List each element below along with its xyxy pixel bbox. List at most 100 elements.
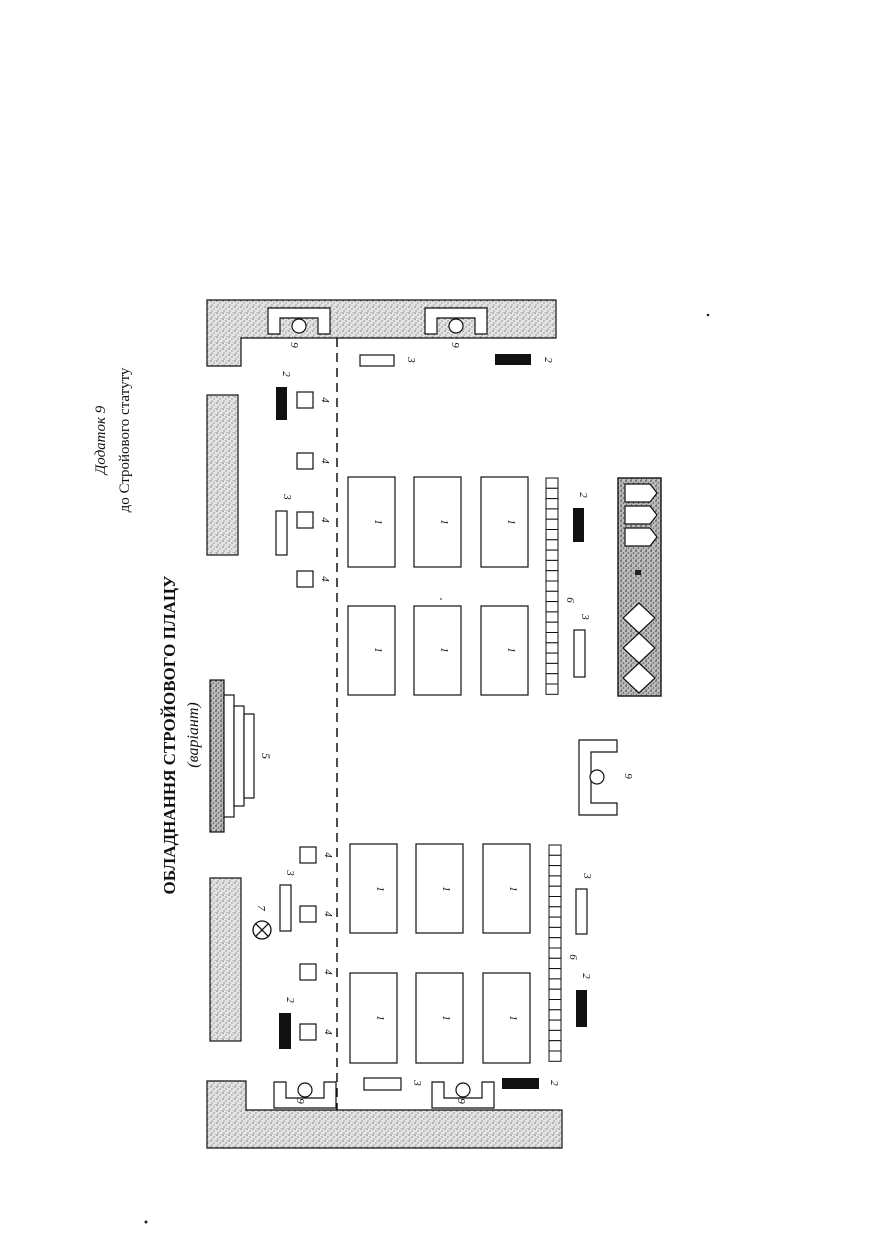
label-4-d: 4 (319, 576, 331, 582)
strip-cell (545, 539, 559, 551)
strip-cell (545, 601, 559, 613)
label-3-e: 3 (581, 872, 593, 879)
marker-2-d (279, 1013, 291, 1049)
strip-cell (545, 570, 559, 582)
strip-cell (548, 988, 562, 1001)
label-9-top-left: 9 (288, 342, 300, 348)
strip-cell (548, 999, 562, 1011)
marker-2-c (573, 508, 584, 542)
strip-cell (548, 947, 562, 959)
label-4-g: 4 (322, 969, 334, 975)
plan-title: ОБЛАДНАННЯ СТРОЙОВОГО ПЛАЦУ (160, 575, 179, 895)
fixture-9-center (578, 739, 618, 816)
fixture-9-top-left (267, 307, 331, 335)
appendix-reference: до Стройового статуту (117, 367, 133, 512)
label-1-h: 1 (440, 886, 452, 892)
strip-cell (545, 673, 559, 685)
label-4-f: 4 (322, 911, 334, 917)
marker-2-b (495, 354, 531, 365)
label-9-bottom-left: 9 (294, 1098, 306, 1104)
label-3-f: 3 (411, 1079, 423, 1086)
strip-cell (545, 487, 559, 500)
label-3-a: 3 (405, 356, 417, 363)
tribune (209, 679, 255, 833)
strip-cell (548, 1040, 562, 1052)
strip-cell (545, 580, 559, 592)
strip-cell (548, 978, 562, 990)
squares-4-bottom (299, 846, 317, 1041)
strip-cell (548, 1019, 562, 1031)
label-1-c: 1 (505, 519, 517, 525)
scan-speck (706, 313, 710, 317)
marker-2-f (502, 1078, 539, 1089)
strip-cell (545, 683, 559, 695)
strip-cell (545, 498, 559, 510)
formation-blocks-bottom (349, 843, 531, 1064)
label-2-b: 2 (542, 357, 554, 363)
bar-3-c (573, 629, 586, 678)
scan-speck (144, 1220, 148, 1224)
strip-cell (545, 508, 559, 520)
plan-subtitle: (варіант) (185, 702, 202, 767)
label-2-c: 2 (577, 492, 589, 498)
strip-cell (545, 652, 559, 664)
marker-2-e (576, 990, 587, 1027)
label-2-e: 2 (580, 973, 592, 979)
label-9-center: 9 (622, 773, 634, 779)
bar-3-a (359, 354, 395, 367)
strip-cell (548, 865, 562, 877)
label-1-j: 1 (374, 1015, 386, 1021)
label-4-b: 4 (319, 458, 331, 464)
label-1-f: 1 (505, 647, 517, 653)
squares-4-top (296, 391, 314, 588)
label-3-d: 3 (284, 869, 296, 876)
strip-cell (548, 1029, 562, 1042)
label-3-c: 3 (579, 613, 591, 620)
strip-cell (545, 518, 559, 531)
label-9-bottom-right: 9 (455, 1098, 467, 1104)
strip-cell (548, 1009, 562, 1021)
strip-cell (548, 968, 562, 980)
strip-cell (548, 906, 562, 918)
label-1-l: 1 (507, 1015, 519, 1021)
label-1-d: 1 (372, 647, 384, 653)
label-5: 5 (259, 753, 273, 759)
strip-cell (548, 896, 562, 908)
strip-cell (545, 529, 559, 541)
appendix-number: Додаток 9 (93, 405, 109, 476)
label-1-e: 1 (438, 647, 450, 653)
strip-cell (548, 957, 562, 970)
strip-cell (545, 662, 559, 675)
crossed-circle-icon (252, 920, 272, 940)
label-4-h: 4 (322, 1029, 334, 1035)
stand-upper (206, 394, 239, 556)
label-3-b: 3 (281, 493, 293, 500)
label-7: 7 (255, 905, 267, 911)
strip-cell (545, 621, 559, 634)
fixture-9-bottom-right (431, 1081, 495, 1109)
fixture-9-bottom-left (273, 1081, 337, 1109)
strip-cell (548, 844, 562, 856)
label-1-b: 1 (438, 519, 450, 525)
decorative-panel (617, 477, 662, 697)
label-1-i: 1 (507, 886, 519, 892)
strip-cell (548, 926, 562, 939)
label-6-b: 6 (567, 954, 579, 960)
label-1-a: 1 (372, 519, 384, 525)
label-2-a: 2 (280, 371, 292, 377)
label-1-k: 1 (440, 1015, 452, 1021)
strip-cell (545, 477, 559, 489)
fixture-9-top-right (424, 307, 488, 335)
label-6-a: 6 (564, 597, 576, 603)
label-1-g: 1 (374, 886, 386, 892)
label-2-f: 2 (548, 1080, 560, 1086)
strip-cell (545, 632, 559, 644)
strip-cell (545, 590, 559, 603)
label-4-e: 4 (322, 852, 334, 858)
strip-cell (548, 885, 562, 898)
segmented-strip-bottom (548, 844, 562, 1062)
strip-cell (548, 854, 562, 867)
bar-3-e (575, 888, 588, 935)
strip-cell (548, 1050, 562, 1062)
